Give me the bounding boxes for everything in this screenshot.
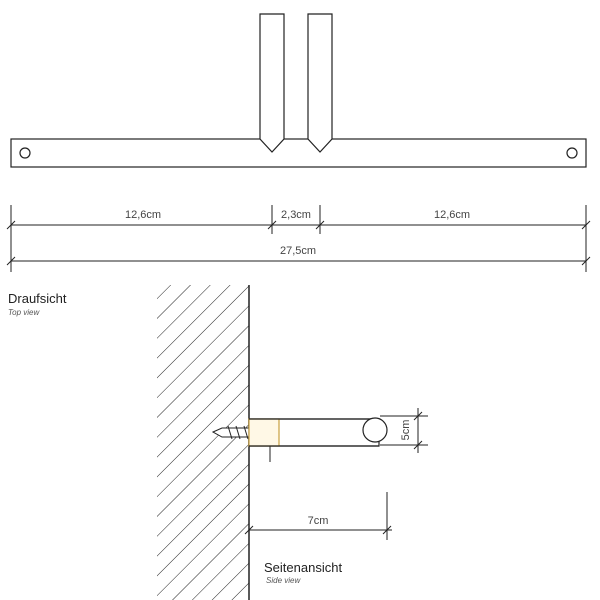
depth-dimension	[244, 492, 392, 540]
mounting-bar	[10, 138, 587, 168]
dimension-diameter: 5cm	[400, 420, 412, 441]
dimension-right-segment: 12,6cm	[434, 209, 470, 221]
dimension-total: 27,5cm	[280, 245, 316, 257]
top-view-drawing	[10, 13, 587, 168]
side-view-subheading: Side view	[266, 576, 301, 585]
mounting-hole-left	[19, 147, 31, 159]
side-view-heading: Seitenansicht	[264, 560, 342, 575]
prong-left	[259, 13, 285, 153]
rod-end	[362, 417, 388, 443]
dimension-depth: 7cm	[308, 515, 329, 527]
diameter-dimension	[380, 408, 428, 453]
prong-right	[307, 13, 333, 153]
top-dimensions	[6, 205, 591, 272]
top-view-heading: Draufsicht	[8, 291, 67, 306]
wall-section	[157, 285, 250, 600]
top-view-subheading: Top view	[8, 308, 41, 317]
dimension-left-segment: 12,6cm	[125, 209, 161, 221]
side-bar	[248, 417, 388, 447]
dimension-gap: 2,3cm	[281, 209, 311, 221]
mounting-hole-right	[566, 147, 578, 159]
